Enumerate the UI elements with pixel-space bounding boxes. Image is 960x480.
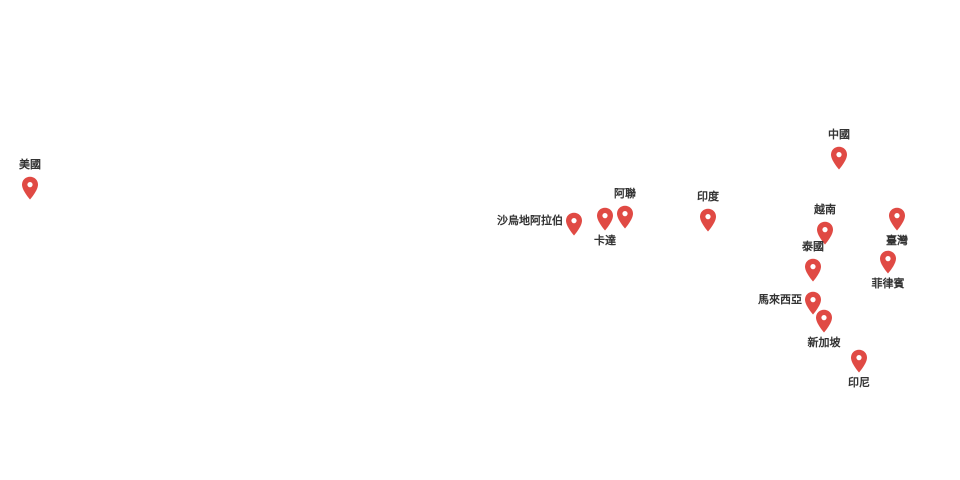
map-pin-icon[interactable] [816,221,834,245]
map-pin-icon[interactable] [888,207,906,231]
map-pin-icon[interactable] [850,349,868,373]
map-pin-icon[interactable] [616,205,634,229]
map-pin-icon[interactable] [815,309,833,333]
map-pin-icon[interactable] [804,258,822,282]
map-pin-icon[interactable] [879,250,897,274]
map-pin-icon[interactable] [596,207,614,231]
map-pin-icon[interactable] [21,176,39,200]
marker-label[interactable]: 馬來西亞 [758,293,802,306]
marker-label[interactable]: 臺灣 [886,234,908,247]
marker-label[interactable]: 印尼 [848,376,870,389]
map-pin-icon[interactable] [804,291,822,315]
marker-label[interactable]: 阿聯 [614,187,636,200]
marker-label[interactable]: 泰國 [802,240,824,253]
marker-label[interactable]: 美國 [19,158,41,171]
marker-label[interactable]: 菲律賓 [871,277,905,290]
marker-label[interactable]: 中國 [828,128,850,141]
marker-label[interactable]: 印度 [697,190,719,203]
map-pin-icon[interactable] [830,146,848,170]
marker-label[interactable]: 越南 [814,203,836,216]
map-pin-icon[interactable] [565,212,583,236]
marker-label[interactable]: 沙烏地阿拉伯 [497,214,563,227]
marker-label[interactable]: 卡達 [594,234,616,247]
map-pin-icon[interactable] [699,208,717,232]
marker-label[interactable]: 新加坡 [807,336,841,349]
